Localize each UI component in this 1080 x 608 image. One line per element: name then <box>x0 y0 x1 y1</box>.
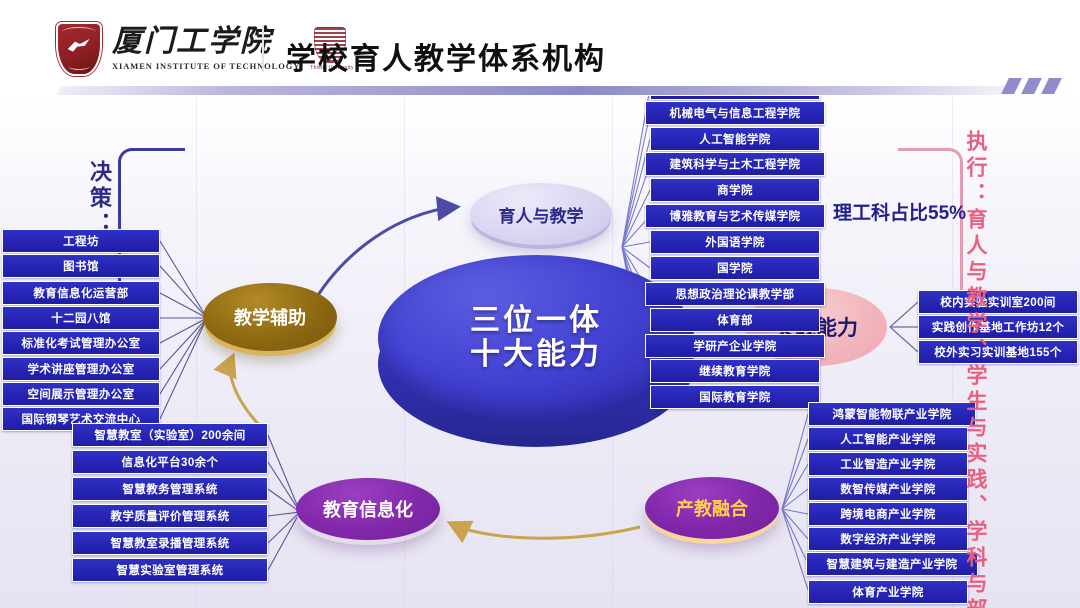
chip-college-5[interactable]: 博雅教育与艺术传媒学院 <box>645 204 825 228</box>
chip-college-9[interactable]: 体育部 <box>650 308 820 332</box>
chip-industry-2[interactable]: 工业智造产业学院 <box>808 452 968 476</box>
bubble-education-teaching[interactable]: 育人与教学 <box>470 183 612 245</box>
chip-college-7[interactable]: 国学院 <box>650 256 820 280</box>
execution-caption: 执行：育人与教学、学生与实践、学科与部门 <box>964 130 987 608</box>
logo-chinese-name: 厦门工学院 <box>112 25 272 58</box>
page-title: 学校育人教学体系机构 <box>286 43 606 76</box>
header-bar <box>0 0 1080 96</box>
chip-practice-1[interactable]: 实践创作基地工作坊12个 <box>918 315 1078 339</box>
chip-college-8[interactable]: 思想政治理论课教学部 <box>645 282 825 306</box>
chip-practice-2[interactable]: 校外实习实训基地155个 <box>918 340 1078 364</box>
chip-info-3[interactable]: 教学质量评价管理系统 <box>72 504 268 528</box>
school-logo: 厦门工学院 XIAMEN INSTITUTE OF TECHNOLOGY Thi… <box>56 22 354 76</box>
logo-english-name: XIAMEN INSTITUTE OF TECHNOLOGY <box>112 61 301 71</box>
chip-info-0[interactable]: 智慧教室（实验室）200余间 <box>72 423 268 447</box>
science-ratio-caption: 理工科占比55% <box>833 203 967 224</box>
bubble-informatization[interactable]: 教育信息化 <box>296 478 440 540</box>
bubble-teaching-support[interactable]: 教学辅助 <box>203 283 337 351</box>
chip-practice-0[interactable]: 校内实验实训室200间 <box>918 290 1078 314</box>
chip-industry-7[interactable]: 体育产业学院 <box>808 580 968 604</box>
decision-bracket <box>118 148 185 283</box>
chip-industry-5[interactable]: 数字经济产业学院 <box>808 527 968 551</box>
chip-industry-0[interactable]: 鸿蒙智能物联产业学院 <box>808 402 976 426</box>
chip-college-11[interactable]: 继续教育学院 <box>650 359 820 383</box>
execution-bracket <box>898 148 963 291</box>
crest-icon <box>56 22 102 76</box>
chip-college-12[interactable]: 国际教育学院 <box>650 385 820 409</box>
secondary-crest-caption: Thistle University <box>310 65 354 71</box>
chip-college-2[interactable]: 人工智能学院 <box>650 127 820 151</box>
bubble-teaching-support-label: 教学辅助 <box>234 308 306 328</box>
bubble-industry-education[interactable]: 产教融合 <box>645 477 779 539</box>
chip-support-6[interactable]: 空间展示管理办公室 <box>2 382 160 406</box>
chip-support-0[interactable]: 工程坊 <box>2 229 160 253</box>
bubble-education-teaching-label: 育人与教学 <box>498 206 584 226</box>
chip-college-1[interactable]: 机械电气与信息工程学院 <box>645 101 825 125</box>
chip-support-2[interactable]: 教育信息化运营部 <box>2 281 160 305</box>
chip-college-6[interactable]: 外国语学院 <box>650 230 820 254</box>
chip-industry-6[interactable]: 智慧建筑与建造产业学院 <box>806 552 978 576</box>
chip-support-3[interactable]: 十二园八馆 <box>2 306 160 330</box>
chip-industry-3[interactable]: 数智传媒产业学院 <box>808 477 968 501</box>
chip-industry-4[interactable]: 跨境电商产业学院 <box>808 502 968 526</box>
center-line-2: 十大能力 <box>470 338 602 371</box>
header-divider <box>262 26 264 72</box>
chip-college-10[interactable]: 学研产企业学院 <box>645 334 825 358</box>
center-line-1: 三位一体 <box>470 304 602 338</box>
secondary-crest-icon <box>314 27 347 63</box>
chip-support-1[interactable]: 图书馆 <box>2 254 160 278</box>
chip-info-4[interactable]: 智慧教室录播管理系统 <box>72 531 268 555</box>
chip-support-4[interactable]: 标准化考试管理办公室 <box>2 331 160 355</box>
chip-info-5[interactable]: 智慧实验室管理系统 <box>72 558 268 582</box>
bubble-industry-education-label: 产教融合 <box>676 499 748 519</box>
chip-info-1[interactable]: 信息化平台30余个 <box>72 450 268 474</box>
chip-support-5[interactable]: 学术讲座管理办公室 <box>2 357 160 381</box>
chip-college-4[interactable]: 商学院 <box>650 178 820 202</box>
chip-industry-1[interactable]: 人工智能产业学院 <box>808 427 968 451</box>
header-accent-rule <box>56 86 1014 95</box>
chip-college-3[interactable]: 建筑科学与土木工程学院 <box>645 152 825 176</box>
chip-info-2[interactable]: 智慧教务管理系统 <box>72 477 268 501</box>
bubble-informatization-label: 教育信息化 <box>323 500 413 520</box>
decision-caption: 决策： <box>87 160 112 238</box>
decorative-slashes-icon <box>1001 78 1062 94</box>
